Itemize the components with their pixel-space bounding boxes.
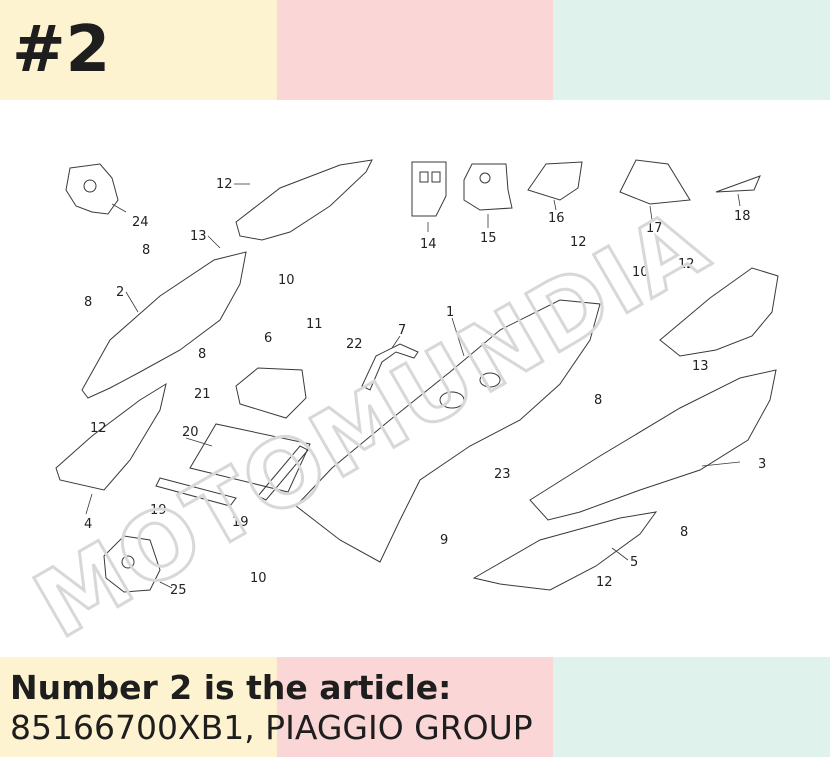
bottom-color-band <box>0 657 830 757</box>
callout-8-d: 8 <box>594 393 602 408</box>
callout-18: 18 <box>734 209 751 224</box>
callout-8-c: 8 <box>198 347 206 362</box>
part-1-rear-undertray <box>295 299 601 563</box>
part-17-sticker <box>619 159 691 205</box>
callout-10-b: 10 <box>632 265 649 280</box>
callout-17: 17 <box>646 221 663 236</box>
band-pink <box>277 0 553 100</box>
callout-10-c: 10 <box>250 571 267 586</box>
callout-14: 14 <box>420 237 437 252</box>
part-25-plate <box>103 535 161 593</box>
part-16-sticker <box>527 161 583 201</box>
part-4-lower-left-panel <box>55 382 167 491</box>
callout-12-top: 12 <box>216 177 233 192</box>
part-24-plate <box>65 163 119 215</box>
callout-7: 7 <box>398 323 406 338</box>
callout-6: 6 <box>264 331 272 346</box>
part-19-strip-a <box>155 477 237 507</box>
part-2-left-side-panel <box>81 251 247 399</box>
callout-12-left: 12 <box>90 421 107 436</box>
callout-12-bottom: 12 <box>596 575 613 590</box>
parts-diagram: 24 12 13 8 10 2 8 14 15 16 17 18 12 10 1… <box>55 159 779 598</box>
part-20-sheet <box>189 423 311 493</box>
callout-15: 15 <box>480 231 497 246</box>
part-15-bracket <box>463 163 513 211</box>
band-mint <box>553 0 830 100</box>
callout-10-a: 10 <box>278 273 295 288</box>
part-3-right-side-panel <box>529 369 777 521</box>
callout-1: 1 <box>446 305 454 320</box>
callout-13-right: 13 <box>692 359 709 374</box>
callout-5: 5 <box>630 555 638 570</box>
part-18-sticker <box>715 175 761 193</box>
callout-3: 3 <box>758 457 766 472</box>
callout-13-top: 13 <box>190 229 207 244</box>
band-pink <box>277 657 553 757</box>
callout-21: 21 <box>194 387 211 402</box>
callout-25: 25 <box>170 583 187 598</box>
part-7-handle <box>361 343 419 391</box>
caption-article-number: 85166700XB1, PIAGGIO GROUP <box>10 708 533 747</box>
band-yellow <box>0 657 277 757</box>
part-top-tail-cover <box>235 159 373 241</box>
part-19-strip-b <box>257 445 309 501</box>
callout-11: 11 <box>306 317 323 332</box>
top-color-band <box>0 0 830 100</box>
callout-22: 22 <box>346 337 363 352</box>
part-right-upper-cover <box>659 267 779 357</box>
callout-23: 23 <box>494 467 511 482</box>
callout-20: 20 <box>182 425 199 440</box>
callout-12-mid: 12 <box>570 235 587 250</box>
callout-9: 9 <box>440 533 448 548</box>
part-14-bracket <box>411 161 447 217</box>
callout-24: 24 <box>132 215 149 230</box>
callout-12-right: 12 <box>678 257 695 272</box>
part-5-lower-right-panel <box>472 511 658 591</box>
callout-19-a: 19 <box>150 503 167 518</box>
callout-19-b: 19 <box>232 515 249 530</box>
leader-lines <box>85 183 741 589</box>
callout-8-b: 8 <box>84 295 92 310</box>
callout-2: 2 <box>116 285 124 300</box>
callout-4: 4 <box>84 517 92 532</box>
callout-16: 16 <box>548 211 565 226</box>
band-mint <box>553 657 830 757</box>
callout-8-e: 8 <box>680 525 688 540</box>
caption-title: Number 2 is the article: <box>10 668 452 707</box>
item-number-badge: #2 <box>12 13 111 87</box>
band-yellow <box>0 0 277 100</box>
callout-8-a: 8 <box>142 243 150 258</box>
part-6-box <box>235 367 307 419</box>
